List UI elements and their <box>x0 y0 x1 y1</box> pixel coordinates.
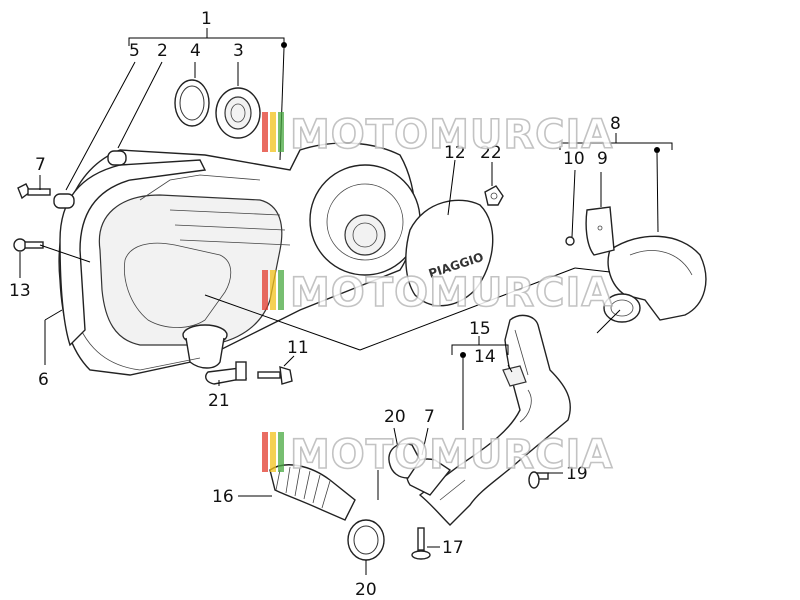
screw-part-17 <box>411 527 431 560</box>
label-17: 17 <box>442 538 464 558</box>
label-16: 16 <box>212 487 234 507</box>
plate-part-9 <box>585 206 615 256</box>
watermark-bottom: MOTOMURCIA <box>262 431 613 479</box>
label-2: 2 <box>157 41 168 61</box>
label-22: 22 <box>480 143 502 163</box>
label-15: 15 <box>469 319 491 339</box>
label-7-lower: 7 <box>424 407 435 427</box>
label-14: 14 <box>474 347 496 367</box>
watermark-top: MOTOMURCIA <box>262 111 613 159</box>
cover-gasket <box>59 159 207 347</box>
watermark-stripe-red <box>262 112 268 152</box>
label-6: 6 <box>38 370 49 390</box>
leader-lines <box>19 28 673 575</box>
watermark-stripe-yellow <box>270 112 276 152</box>
label-3: 3 <box>233 41 244 61</box>
callout-labels: 1 5 2 4 3 7 13 6 12 22 8 10 9 15 14 11 2… <box>9 9 621 600</box>
part-22-nut <box>484 185 504 206</box>
bolt-part-7 <box>17 183 51 200</box>
label-13: 13 <box>9 281 31 301</box>
dowel-part-5 <box>53 193 75 209</box>
label-4: 4 <box>190 41 201 61</box>
screw-part-10 <box>565 236 575 246</box>
intake-pipe <box>406 314 571 526</box>
clutch-cover-disk: PIAGGIO <box>405 199 494 307</box>
corrugated-hose-part-16 <box>269 464 356 521</box>
air-duct-part-8 <box>603 235 707 323</box>
bolt-part-11 <box>257 366 293 385</box>
bearing-part-3 <box>215 87 261 139</box>
label-12: 12 <box>444 143 466 163</box>
dowel-part-2 <box>107 150 127 166</box>
watermark-text: MOTOMURCIA <box>290 270 613 316</box>
label-5: 5 <box>129 41 140 61</box>
crankcase-cover <box>58 142 421 376</box>
label-11: 11 <box>287 338 309 358</box>
clamp-part-20-lower <box>347 519 385 561</box>
label-19: 19 <box>566 464 588 484</box>
bolt-part-13 <box>13 238 44 252</box>
label-21: 21 <box>208 391 230 411</box>
label-7-left: 7 <box>35 155 46 175</box>
screw-part-19 <box>528 471 549 489</box>
label-10: 10 <box>563 149 585 169</box>
label-20-upper: 20 <box>384 407 406 427</box>
bracket-part-21 <box>205 361 248 385</box>
watermark-middle: MOTOMURCIA <box>262 269 613 317</box>
snap-ring-part-4 <box>174 79 210 127</box>
label-20-lower: 20 <box>355 580 377 600</box>
label-8: 8 <box>610 114 621 134</box>
clip-part-20-upper <box>388 443 421 479</box>
label-1: 1 <box>201 9 212 29</box>
watermark-stripe-green <box>278 112 284 152</box>
watermark-text: MOTOMURCIA <box>290 432 613 478</box>
watermark-text: MOTOMURCIA <box>290 112 613 158</box>
label-9: 9 <box>597 149 608 169</box>
